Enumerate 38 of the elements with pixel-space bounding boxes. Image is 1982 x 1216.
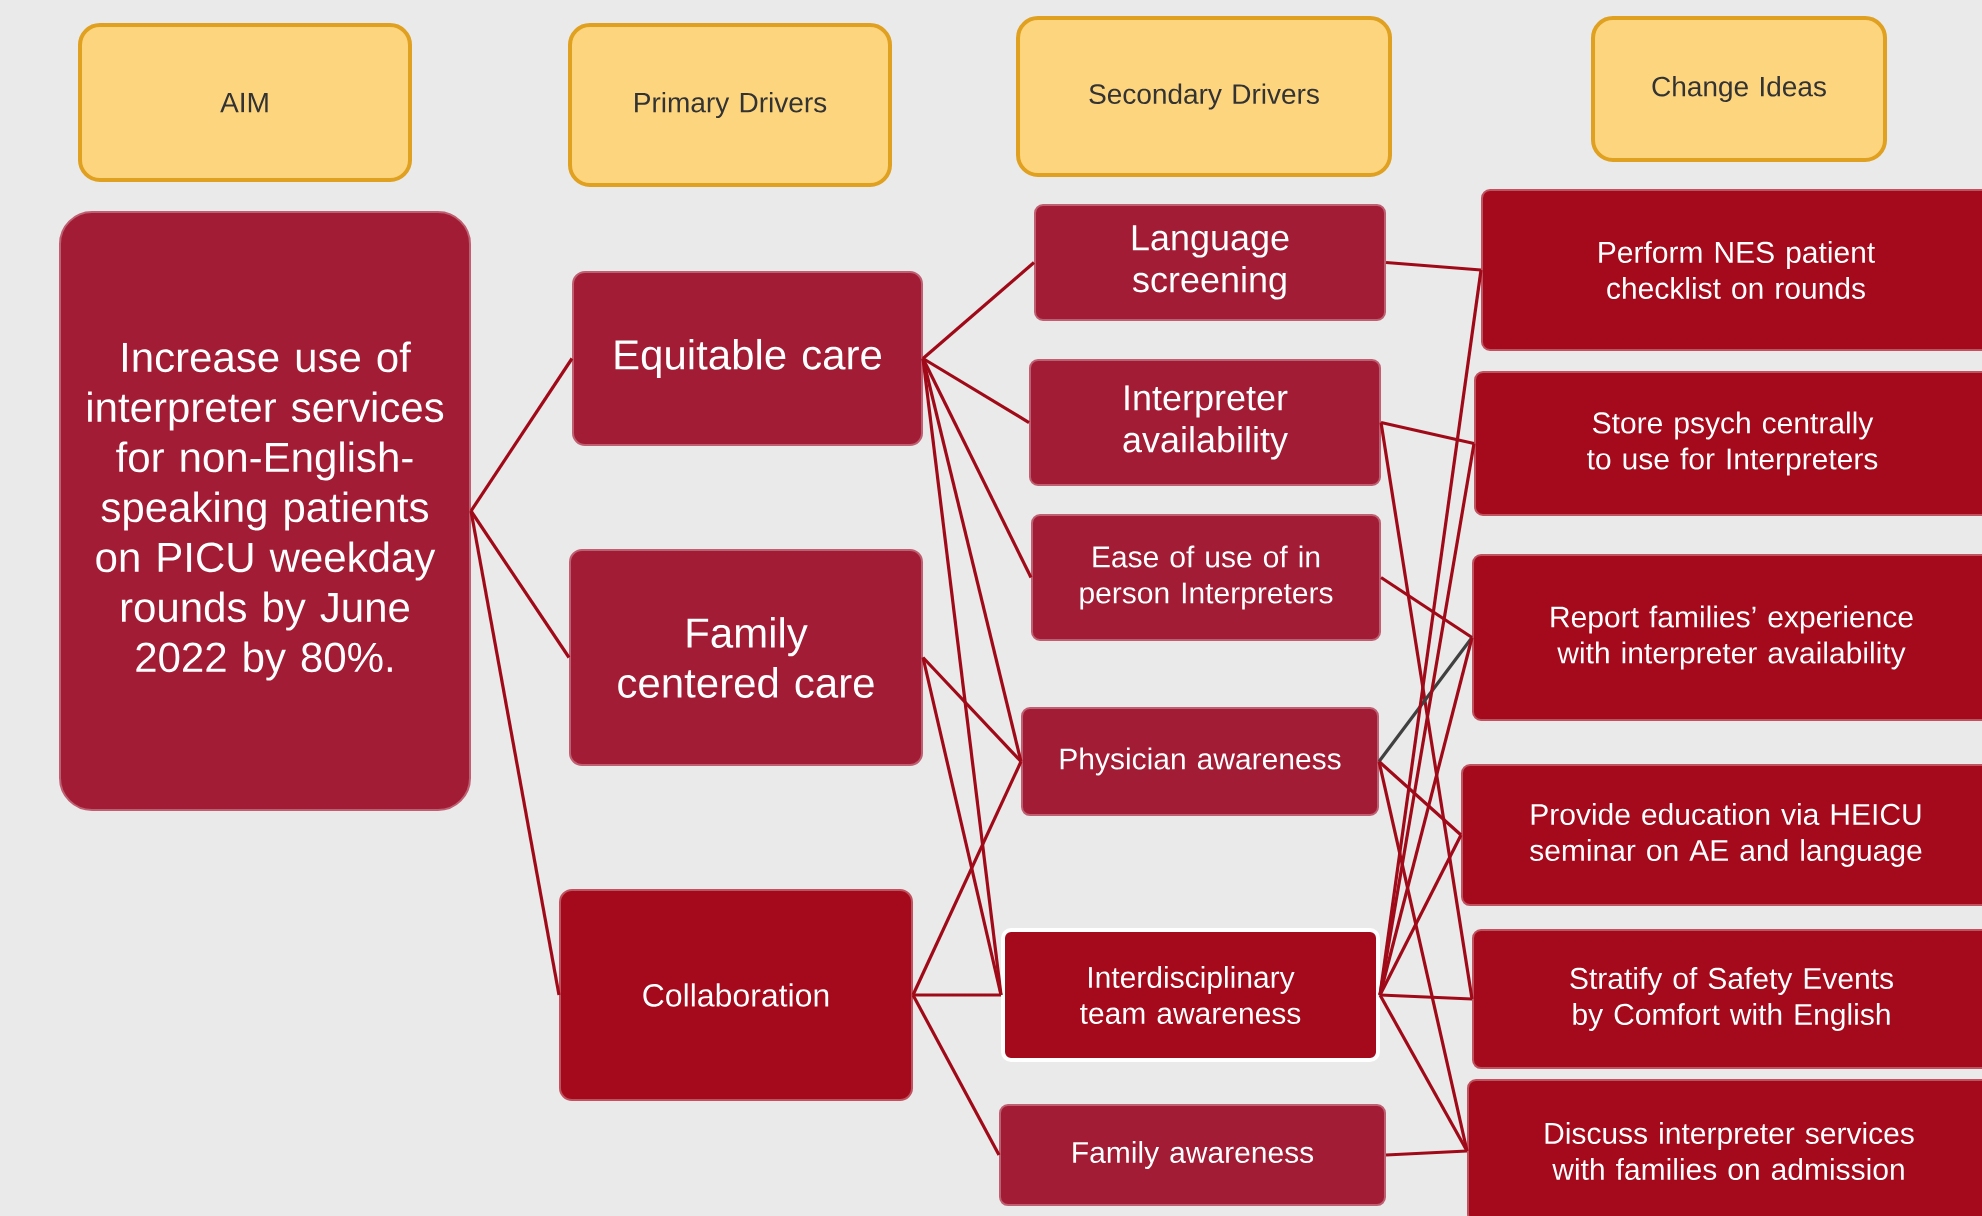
driver-box: Language screening — [1034, 204, 1386, 321]
aim-box: Increase use of interpreter services for non-English- speaking patients on PICU weekday rounds by June 2022 by 80%. — [59, 211, 471, 811]
connector-line — [469, 357, 574, 512]
column-header: Primary Drivers — [568, 23, 892, 187]
connector-line — [1378, 994, 1469, 1152]
connector-line — [922, 357, 1030, 424]
driver-box: Family centered care — [569, 549, 923, 766]
change-idea-box: Report families’ experience with interpreter availability — [1472, 554, 1982, 721]
driver-box: Equitable care — [572, 271, 923, 446]
connector-line — [1377, 761, 1469, 1152]
change-idea-box: Store psych centrally to use for Interpreters — [1474, 371, 1982, 516]
change-idea-box: Discuss interpreter services with families on admission — [1467, 1079, 1982, 1216]
column-header: Secondary Drivers — [1016, 16, 1392, 177]
connector-line — [1378, 834, 1463, 996]
connector-line — [913, 993, 1001, 997]
change-idea-box: Perform NES patient checklist on rounds — [1481, 189, 1982, 351]
driver-box: Family awareness — [999, 1104, 1386, 1206]
driver-box: Collaboration — [559, 889, 913, 1101]
connector-line — [1385, 260, 1482, 272]
change-idea-box: Stratify of Safety Events by Comfort with English — [1472, 929, 1982, 1069]
driver-box: Physician awareness — [1021, 707, 1379, 816]
connector-line — [911, 994, 1001, 1156]
change-idea-box: Provide education via HEICU seminar on AE and language — [1461, 764, 1982, 906]
connector-line — [921, 657, 1003, 996]
column-header: AIM — [78, 23, 412, 182]
connector-line — [1380, 576, 1473, 639]
connector-line — [469, 510, 571, 659]
connector-line — [469, 510, 561, 996]
connector-line — [1378, 637, 1474, 996]
driver-box: Interdisciplinary team awareness — [1001, 928, 1380, 1062]
driver-box: Ease of use of in person Interpreters — [1031, 514, 1381, 641]
connector-line — [1380, 420, 1475, 446]
connector-line — [1379, 993, 1473, 1001]
connector-line — [921, 261, 1036, 360]
connector-line — [1385, 1149, 1468, 1157]
driver-box: Interpreter availability — [1029, 359, 1381, 486]
column-header: Change Ideas — [1591, 16, 1887, 162]
connector-line — [911, 760, 1023, 996]
